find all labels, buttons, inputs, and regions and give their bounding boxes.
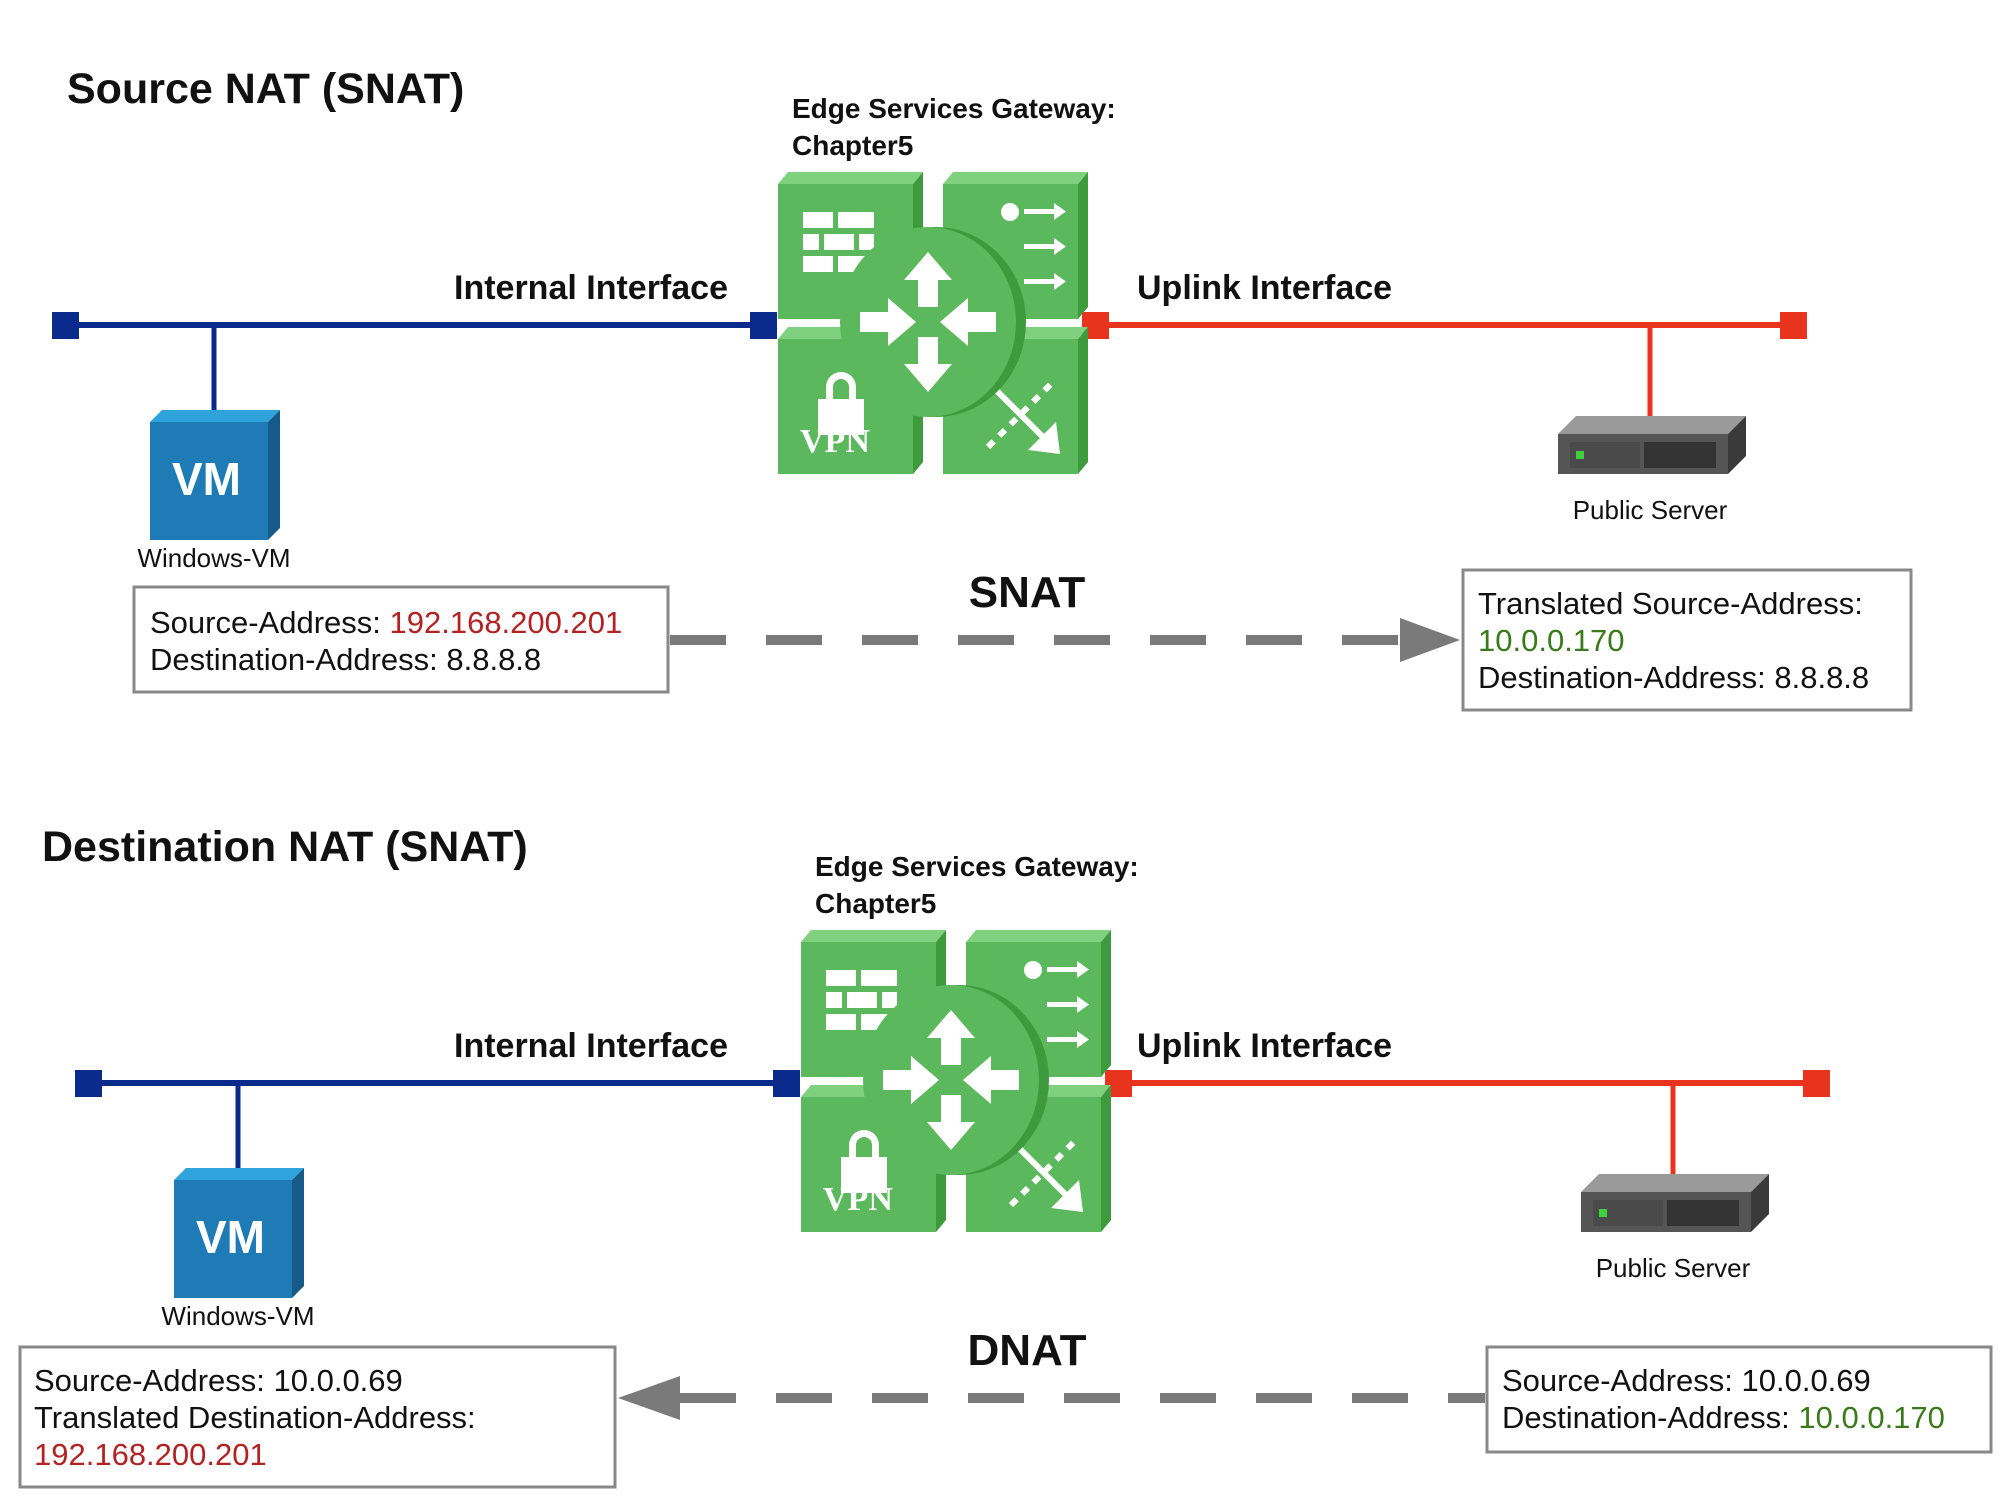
dnat-vm-name: Windows-VM <box>161 1301 314 1331</box>
dnat-translated-packet-box <box>18 1345 617 1489</box>
dnat-section: Destination NAT (SNAT) Edge Services Gat… <box>18 823 1993 1489</box>
snat-gateway-label-line2: Chapter5 <box>792 130 913 161</box>
dnat-edge-gateway-icon: VPN <box>801 930 1111 1232</box>
snat-source-line1: Source-Address: 192.168.200.201 <box>150 605 622 640</box>
snat-vm-badge: VM <box>172 453 241 505</box>
snat-edge-gateway-icon: VPN <box>778 172 1088 474</box>
snat-public-server-icon <box>1558 416 1746 474</box>
dnat-source-line2: Destination-Address: 10.0.0.170 <box>1502 1400 1945 1435</box>
dnat-internal-endpoint-right <box>773 1070 800 1097</box>
dnat-flow-arrowhead <box>618 1376 680 1420</box>
dnat-uplink-endpoint-right <box>1803 1070 1830 1097</box>
snat-internal-interface-label: Internal Interface <box>454 269 728 307</box>
snat-vpn-label: VPN <box>800 423 870 460</box>
snat-source-line2: Destination-Address: 8.8.8.8 <box>150 642 541 677</box>
snat-vm-name: Windows-VM <box>137 543 290 573</box>
dnat-internal-endpoint-left <box>75 1070 102 1097</box>
dnat-translated-line3: 192.168.200.201 <box>34 1437 267 1472</box>
dnat-translated-line2: Translated Destination-Address: <box>34 1400 476 1435</box>
snat-translated-line3: Destination-Address: 8.8.8.8 <box>1478 660 1869 695</box>
dnat-public-server-icon <box>1581 1174 1769 1232</box>
dnat-source-packet-box <box>1485 1345 1993 1454</box>
snat-internal-endpoint-left <box>52 312 79 339</box>
snat-translated-line1: Translated Source-Address: <box>1478 586 1863 621</box>
dnat-vpn-label: VPN <box>823 1181 893 1218</box>
dnat-uplink-interface-label: Uplink Interface <box>1137 1027 1392 1065</box>
dnat-flow-label: DNAT <box>968 1326 1087 1375</box>
dnat-vm-badge: VM <box>196 1211 265 1263</box>
snat-uplink-interface-label: Uplink Interface <box>1137 269 1392 307</box>
dnat-source-line1: Source-Address: 10.0.0.69 <box>1502 1363 1871 1398</box>
snat-source-packet-box <box>132 585 670 694</box>
snat-server-name: Public Server <box>1573 495 1728 525</box>
dnat-server-name: Public Server <box>1596 1253 1751 1283</box>
snat-flow-label: SNAT <box>969 568 1086 617</box>
dnat-translated-line1: Source-Address: 10.0.0.69 <box>34 1363 403 1398</box>
snat-section: Source NAT (SNAT) Edge Services Gateway:… <box>52 65 1913 712</box>
dnat-gateway-label-line1: Edge Services Gateway: <box>815 851 1139 882</box>
dnat-vm-icon: VM <box>174 1168 304 1298</box>
snat-translated-packet-box <box>1461 568 1913 712</box>
snat-title: Source NAT (SNAT) <box>67 65 464 113</box>
dnat-gateway-label-line2: Chapter5 <box>815 888 936 919</box>
snat-vm-icon: VM <box>150 410 280 540</box>
snat-internal-endpoint-right <box>750 312 777 339</box>
snat-translated-line2: 10.0.0.170 <box>1478 623 1625 658</box>
dnat-title: Destination NAT (SNAT) <box>42 823 528 871</box>
snat-uplink-endpoint-right <box>1780 312 1807 339</box>
dnat-internal-interface-label: Internal Interface <box>454 1027 728 1065</box>
snat-gateway-label-line1: Edge Services Gateway: <box>792 93 1116 124</box>
snat-flow-arrowhead <box>1400 618 1460 662</box>
